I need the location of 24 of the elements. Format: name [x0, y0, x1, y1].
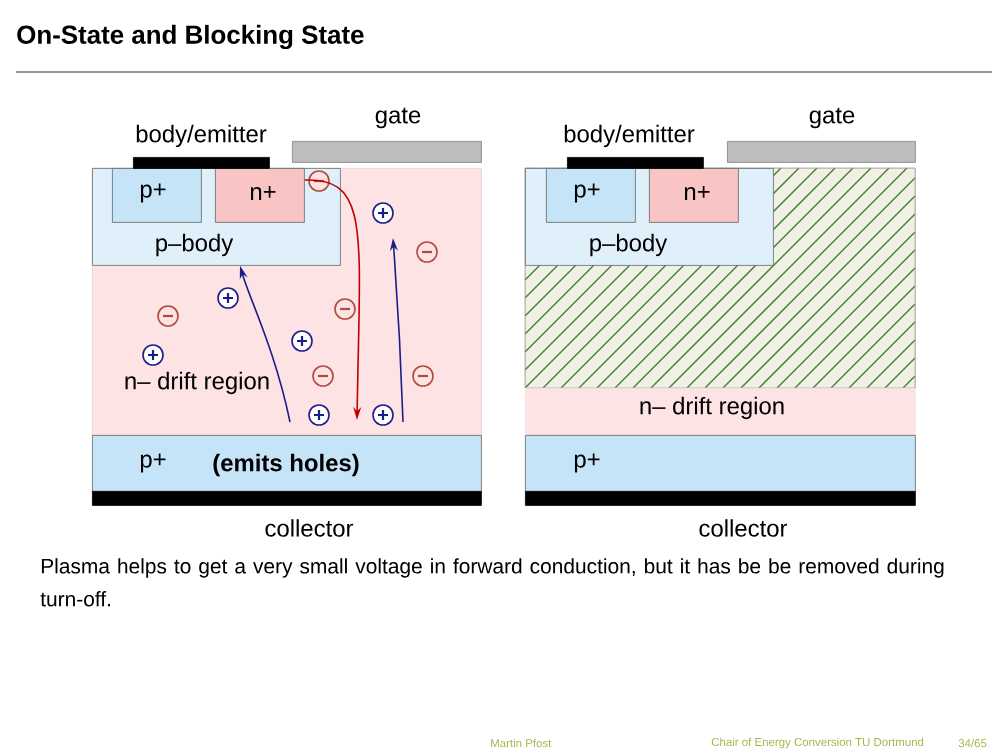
contact-bar: collector: [525, 491, 916, 537]
n-plus-region: n+: [649, 168, 739, 223]
contact-bar: body/emitter: [564, 124, 704, 169]
contact-bar: body/emitter: [133, 124, 270, 169]
node-label: body/emitter: [136, 124, 267, 148]
n-plus-region: n+: [215, 168, 305, 223]
footer-text: 34/65: [958, 738, 987, 748]
node-label: body/emitter: [564, 124, 695, 148]
node-label: gate: [375, 107, 421, 129]
gate-electrode: gate: [727, 107, 916, 163]
drift-region: n– drift region: [525, 388, 916, 436]
p-plus-layer: p+ (emits holes): [92, 435, 482, 492]
p-plus-layer: p+: [525, 435, 916, 492]
title: On-State and Blocking State: [17, 24, 364, 50]
node-label: collector: [699, 519, 788, 537]
node-label: gate: [809, 107, 855, 129]
gate-electrode: gate: [292, 107, 482, 163]
caption: Plasma helps to get a very small voltage in forward conduction, but it has be be removed during turn-off.: [40, 558, 944, 607]
footer-text: Martin Pfost: [491, 738, 552, 748]
footer-text: Chair of Energy Conversion TU Dortmund: [711, 737, 924, 749]
p-plus-region: p+: [546, 168, 636, 223]
p-plus-region: p+: [112, 168, 202, 223]
contact-bar: collector: [92, 491, 482, 537]
node-label: collector: [265, 519, 354, 537]
